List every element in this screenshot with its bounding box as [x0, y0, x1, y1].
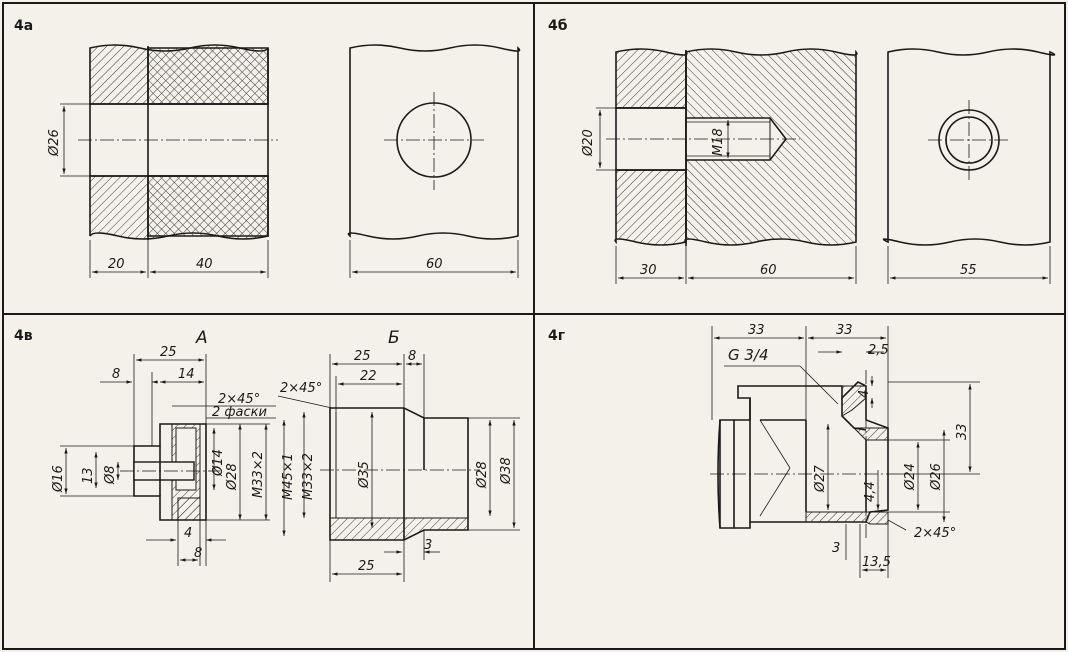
dim-b-22: 22: [360, 369, 377, 384]
panel-4b-dims: [596, 107, 857, 284]
panel-4a-dims: [60, 103, 269, 278]
tee-fitting-dims: [711, 326, 980, 578]
panel-4a-section: [78, 44, 278, 240]
dim-b-25b: 25: [358, 559, 375, 574]
dim-g-13-5: 13,5: [862, 555, 891, 570]
panel-label-4v: 4в: [14, 328, 33, 344]
panel-label-4b: 4б: [548, 18, 568, 34]
dim-4b-m18: M18: [711, 128, 726, 156]
dim-g-4: 4: [857, 390, 872, 398]
tee-fitting-drawing: [710, 370, 900, 540]
panel-4a-end-dims: [349, 240, 519, 278]
part-a-dims: [60, 354, 276, 566]
dim-4b-d20: Ø20: [581, 129, 596, 157]
panel-4a-end-view: [347, 44, 521, 240]
dim-g-thread: G 3/4: [728, 346, 769, 364]
dim-b-3: 3: [424, 538, 432, 553]
dim-b-m45: M45×1: [281, 453, 296, 500]
panel-label-4g: 4г: [548, 328, 565, 344]
panel-4b-end-view: [882, 48, 1056, 246]
dim-g-4-4: 4,4: [863, 481, 878, 502]
dim-a-13: 13: [81, 467, 96, 484]
dim-a-d16: Ø16: [51, 465, 66, 493]
dim-a-d14: Ø14: [211, 449, 226, 477]
dim-a-d8: Ø8: [103, 465, 118, 485]
dim-4a-60: 60: [426, 257, 443, 272]
dim-a-25: 25: [160, 345, 177, 360]
view-title-a: A: [195, 328, 208, 348]
dim-4a-d26: Ø26: [47, 129, 62, 157]
dim-g-3: 3: [832, 541, 840, 556]
part-b-dims: [277, 354, 520, 582]
dim-b-d28: Ø28: [475, 461, 490, 489]
dim-4b-30: 30: [640, 263, 657, 278]
dim-a-m33: M33×2: [251, 451, 266, 498]
dim-b-8: 8: [408, 349, 416, 364]
dim-4a-40: 40: [196, 257, 213, 272]
panel-label-4a: 4а: [14, 18, 33, 34]
dim-g-33v: 33: [955, 423, 970, 440]
dim-a-8: 8: [112, 367, 120, 382]
panel-4b-section: [606, 48, 858, 246]
dim-a-8b: 8: [194, 546, 202, 561]
dim-a-chamfer: 2×45°: [218, 392, 260, 407]
view-title-b: Б: [388, 328, 400, 348]
dim-4b-55: 55: [960, 263, 977, 278]
dim-g-d27: Ø27: [813, 464, 828, 493]
dim-a-4: 4: [184, 526, 192, 541]
dim-a-chamfer-note: 2 фаски: [212, 405, 267, 420]
dim-b-25: 25: [354, 349, 371, 364]
dim-g-d26: Ø26: [929, 463, 944, 491]
part-b-drawing: [320, 407, 480, 541]
dim-4a-20: 20: [108, 257, 125, 272]
dim-g-chamfer: 2×45°: [914, 526, 956, 541]
dim-g-33a: 33: [748, 323, 765, 338]
dim-b-m33: M33×2: [301, 453, 316, 500]
dim-g-33b: 33: [836, 323, 853, 338]
dim-b-chamfer: 2×45°: [280, 381, 322, 396]
dim-g-d24: Ø24: [903, 463, 918, 491]
part-a-drawing: [120, 423, 220, 521]
dim-a-d28: Ø28: [225, 463, 240, 491]
dim-4b-60: 60: [760, 263, 777, 278]
dim-g-2-5: 2,5: [868, 343, 889, 358]
dim-b-d38: Ø38: [499, 457, 514, 485]
dim-b-d35: Ø35: [357, 461, 372, 489]
panel-4b-end-dims: [887, 246, 1051, 284]
dim-a-14: 14: [178, 367, 195, 382]
